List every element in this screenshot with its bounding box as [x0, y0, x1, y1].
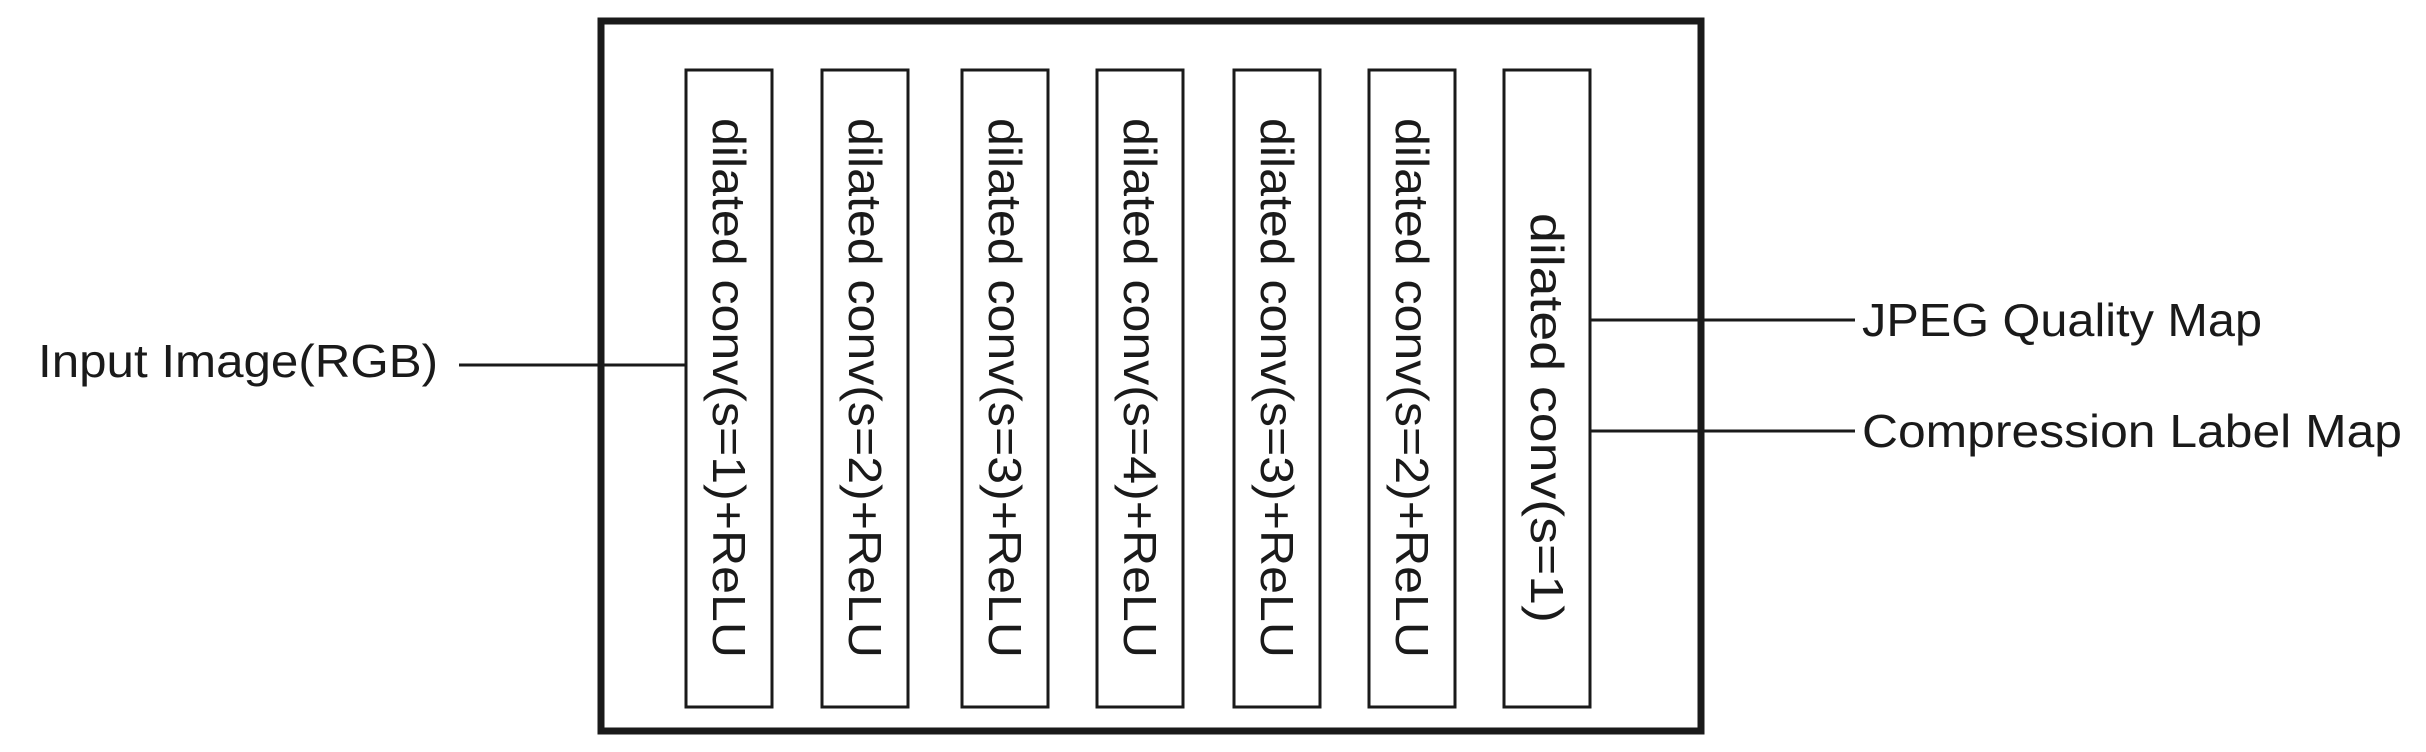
layer-block: dilated conv(s=1)+ReLU: [684, 68, 774, 709]
network-container: [597, 17, 1705, 735]
layer-block: dilated conv(s=2)+ReLU: [820, 68, 910, 709]
layer-block: dilated conv(s=3)+ReLU: [960, 68, 1050, 709]
layer-label: dilated conv(s=3)+ReLU: [979, 118, 1031, 658]
output-label-compression: Compression Label Map: [1862, 405, 2402, 457]
layer-block-final: dilated conv(s=1): [1502, 68, 1592, 709]
layer-box: [1232, 68, 1322, 709]
layer-block: dilated conv(s=2)+ReLU: [1367, 68, 1457, 709]
output-label-quality: JPEG Quality Map: [1862, 294, 2262, 346]
layer-box: [1367, 68, 1457, 709]
layer-label: dilated conv(s=2)+ReLU: [1386, 118, 1438, 658]
layer-box: [1502, 68, 1592, 709]
layer-block: dilated conv(s=4)+ReLU: [1095, 68, 1185, 709]
input-label: Input Image(RGB): [38, 335, 438, 387]
layer-label: dilated conv(s=4)+ReLU: [1114, 118, 1166, 658]
layer-label: dilated conv(s=2)+ReLU: [839, 118, 891, 658]
layer-box: [1095, 68, 1185, 709]
layer-label: dilated conv(s=1): [1521, 213, 1573, 623]
layer-box: [960, 68, 1050, 709]
layer-box: [684, 68, 774, 709]
layer-label: dilated conv(s=3)+ReLU: [1251, 118, 1303, 658]
layer-label: dilated conv(s=1)+ReLU: [703, 118, 755, 658]
layer-box: [820, 68, 910, 709]
layer-block: dilated conv(s=3)+ReLU: [1232, 68, 1322, 709]
